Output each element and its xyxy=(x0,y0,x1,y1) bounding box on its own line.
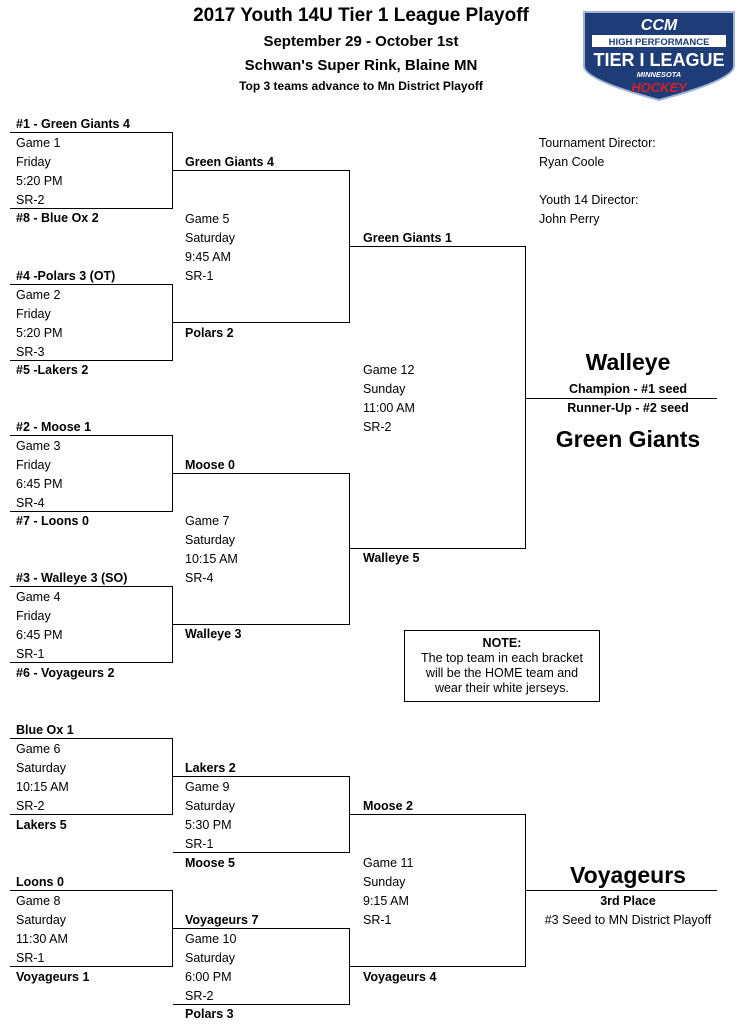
g11-rink: SR-1 xyxy=(363,913,392,927)
g12-day: Sunday xyxy=(363,382,406,396)
youth-director-name: John Perry xyxy=(539,212,600,226)
g1-day: Friday xyxy=(16,155,51,169)
g1-game: Game 1 xyxy=(16,136,61,150)
g8-game: Game 8 xyxy=(16,894,61,908)
champion-team: Walleye xyxy=(585,349,671,375)
g7-bottom-team: Walleye 3 xyxy=(185,627,242,641)
g6-bottom-team: Lakers 5 xyxy=(16,818,67,832)
g11-day: Sunday xyxy=(363,875,406,889)
page-title: 2017 Youth 14U Tier 1 League Playoff xyxy=(193,5,529,26)
g3-time: 6:45 PM xyxy=(16,477,63,491)
g11-top-team: Moose 2 xyxy=(363,799,414,813)
svg-text:TIER I LEAGUE: TIER I LEAGUE xyxy=(593,50,724,70)
svg-text:HOCKEY: HOCKEY xyxy=(631,80,688,95)
champion-label: Champion - #1 seed xyxy=(568,382,688,396)
svg-text:MINNESOTA: MINNESOTA xyxy=(637,70,681,79)
note-line-3: wear their white jerseys. xyxy=(434,681,570,695)
g7-game: Game 7 xyxy=(185,514,230,528)
g4-bottom-team: #6 - Voyageurs 2 xyxy=(16,666,115,680)
note-line-2: will be the HOME team and xyxy=(425,666,579,680)
g1-time: 5:20 PM xyxy=(16,174,63,188)
g12-bottom-team: Walleye 5 xyxy=(363,551,420,565)
g7-day: Saturday xyxy=(185,533,236,547)
g3-rink: SR-4 xyxy=(16,496,45,510)
g6-rink: SR-2 xyxy=(16,799,45,813)
g4-game: Game 4 xyxy=(16,590,61,604)
g2-day: Friday xyxy=(16,307,51,321)
note-title: NOTE: xyxy=(482,636,522,650)
note-line-1: The top team in each bracket xyxy=(421,651,583,665)
third-place-team: Voyageurs xyxy=(570,862,686,888)
svg-text:HIGH PERFORMANCE: HIGH PERFORMANCE xyxy=(609,37,710,48)
runner-up-label: Runner-Up - #2 seed xyxy=(567,401,689,415)
g6-time: 10:15 AM xyxy=(16,780,69,794)
third-place-label: 3rd Place xyxy=(600,894,656,908)
g8-time: 11:30 AM xyxy=(16,932,68,946)
g12-time: 11:00 AM xyxy=(363,401,415,415)
g4-rink: SR-1 xyxy=(16,647,45,661)
event-dates: September 29 - October 1st xyxy=(263,33,459,50)
g4-day: Friday xyxy=(16,609,51,623)
g7-top-team: Moose 0 xyxy=(185,458,236,472)
tier-one-league-logo: CCM HIGH PERFORMANCE TIER I LEAGUE MINNE… xyxy=(583,11,735,102)
g1-top-team: #1 - Green Giants 4 xyxy=(16,117,130,131)
svg-text:CCM: CCM xyxy=(641,17,678,34)
tournament-director-label: Tournament Director: xyxy=(539,136,656,150)
g2-time: 5:20 PM xyxy=(16,326,63,340)
g8-bottom-team: Voyageurs 1 xyxy=(16,970,90,984)
g9-game: Game 9 xyxy=(185,780,230,794)
g7-rink: SR-4 xyxy=(185,571,214,585)
event-venue: Schwan's Super Rink, Blaine MN xyxy=(244,57,478,74)
g9-rink: SR-1 xyxy=(185,837,214,851)
runner-up-team: Green Giants xyxy=(555,426,701,452)
g9-day: Saturday xyxy=(185,799,236,813)
g9-time: 5:30 PM xyxy=(185,818,232,832)
g10-day: Saturday xyxy=(185,951,236,965)
g5-day: Saturday xyxy=(185,231,236,245)
g9-top-team: Lakers 2 xyxy=(185,761,236,775)
g1-bottom-team: #8 - Blue Ox 2 xyxy=(16,211,99,225)
g2-bottom-team: #5 -Lakers 2 xyxy=(16,363,89,377)
g11-time: 9:15 AM xyxy=(363,894,409,908)
g7-time: 10:15 AM xyxy=(185,552,238,566)
g5-rink: SR-1 xyxy=(185,269,214,283)
g5-top-team: Green Giants 4 xyxy=(185,155,274,169)
g6-day: Saturday xyxy=(16,761,67,775)
g3-day: Friday xyxy=(16,458,51,472)
g9-bottom-team: Moose 5 xyxy=(185,856,236,870)
g5-time: 9:45 AM xyxy=(185,250,231,264)
g12-top-team: Green Giants 1 xyxy=(363,231,452,245)
g11-game: Game 11 xyxy=(363,856,414,870)
g3-top-team: #2 - Moose 1 xyxy=(16,420,92,434)
advance-note: Top 3 teams advance to Mn District Playo… xyxy=(239,79,483,93)
g10-rink: SR-2 xyxy=(185,989,214,1003)
g2-game: Game 2 xyxy=(16,288,61,302)
g3-game: Game 3 xyxy=(16,439,61,453)
g5-bottom-team: Polars 2 xyxy=(185,326,234,340)
g1-rink: SR-2 xyxy=(16,193,45,207)
g6-game: Game 6 xyxy=(16,742,61,756)
g8-rink: SR-1 xyxy=(16,951,45,965)
g2-rink: SR-3 xyxy=(16,345,45,359)
g3-bottom-team: #7 - Loons 0 xyxy=(16,514,89,528)
g8-day: Saturday xyxy=(16,913,67,927)
g8-top-team: Loons 0 xyxy=(16,875,64,889)
g4-top-team: #3 - Walleye 3 (SO) xyxy=(16,571,128,585)
g4-time: 6:45 PM xyxy=(16,628,63,642)
g11-bottom-team: Voyageurs 4 xyxy=(363,970,437,984)
g10-top-team: Voyageurs 7 xyxy=(185,913,259,927)
home-team-note: NOTE: The top team in each bracket will … xyxy=(404,630,600,702)
g5-game: Game 5 xyxy=(185,212,230,226)
g2-top-team: #4 -Polars 3 (OT) xyxy=(16,269,116,283)
youth-director-label: Youth 14 Director: xyxy=(539,193,639,207)
tournament-director-name: Ryan Coole xyxy=(539,155,605,169)
third-place-sub: #3 Seed to MN District Playoff xyxy=(544,913,712,927)
g10-bottom-team: Polars 3 xyxy=(185,1007,234,1021)
g12-game: Game 12 xyxy=(363,363,415,377)
g12-rink: SR-2 xyxy=(363,420,392,434)
g10-game: Game 10 xyxy=(185,932,237,946)
g10-time: 6:00 PM xyxy=(185,970,232,984)
g6-top-team: Blue Ox 1 xyxy=(16,723,74,737)
